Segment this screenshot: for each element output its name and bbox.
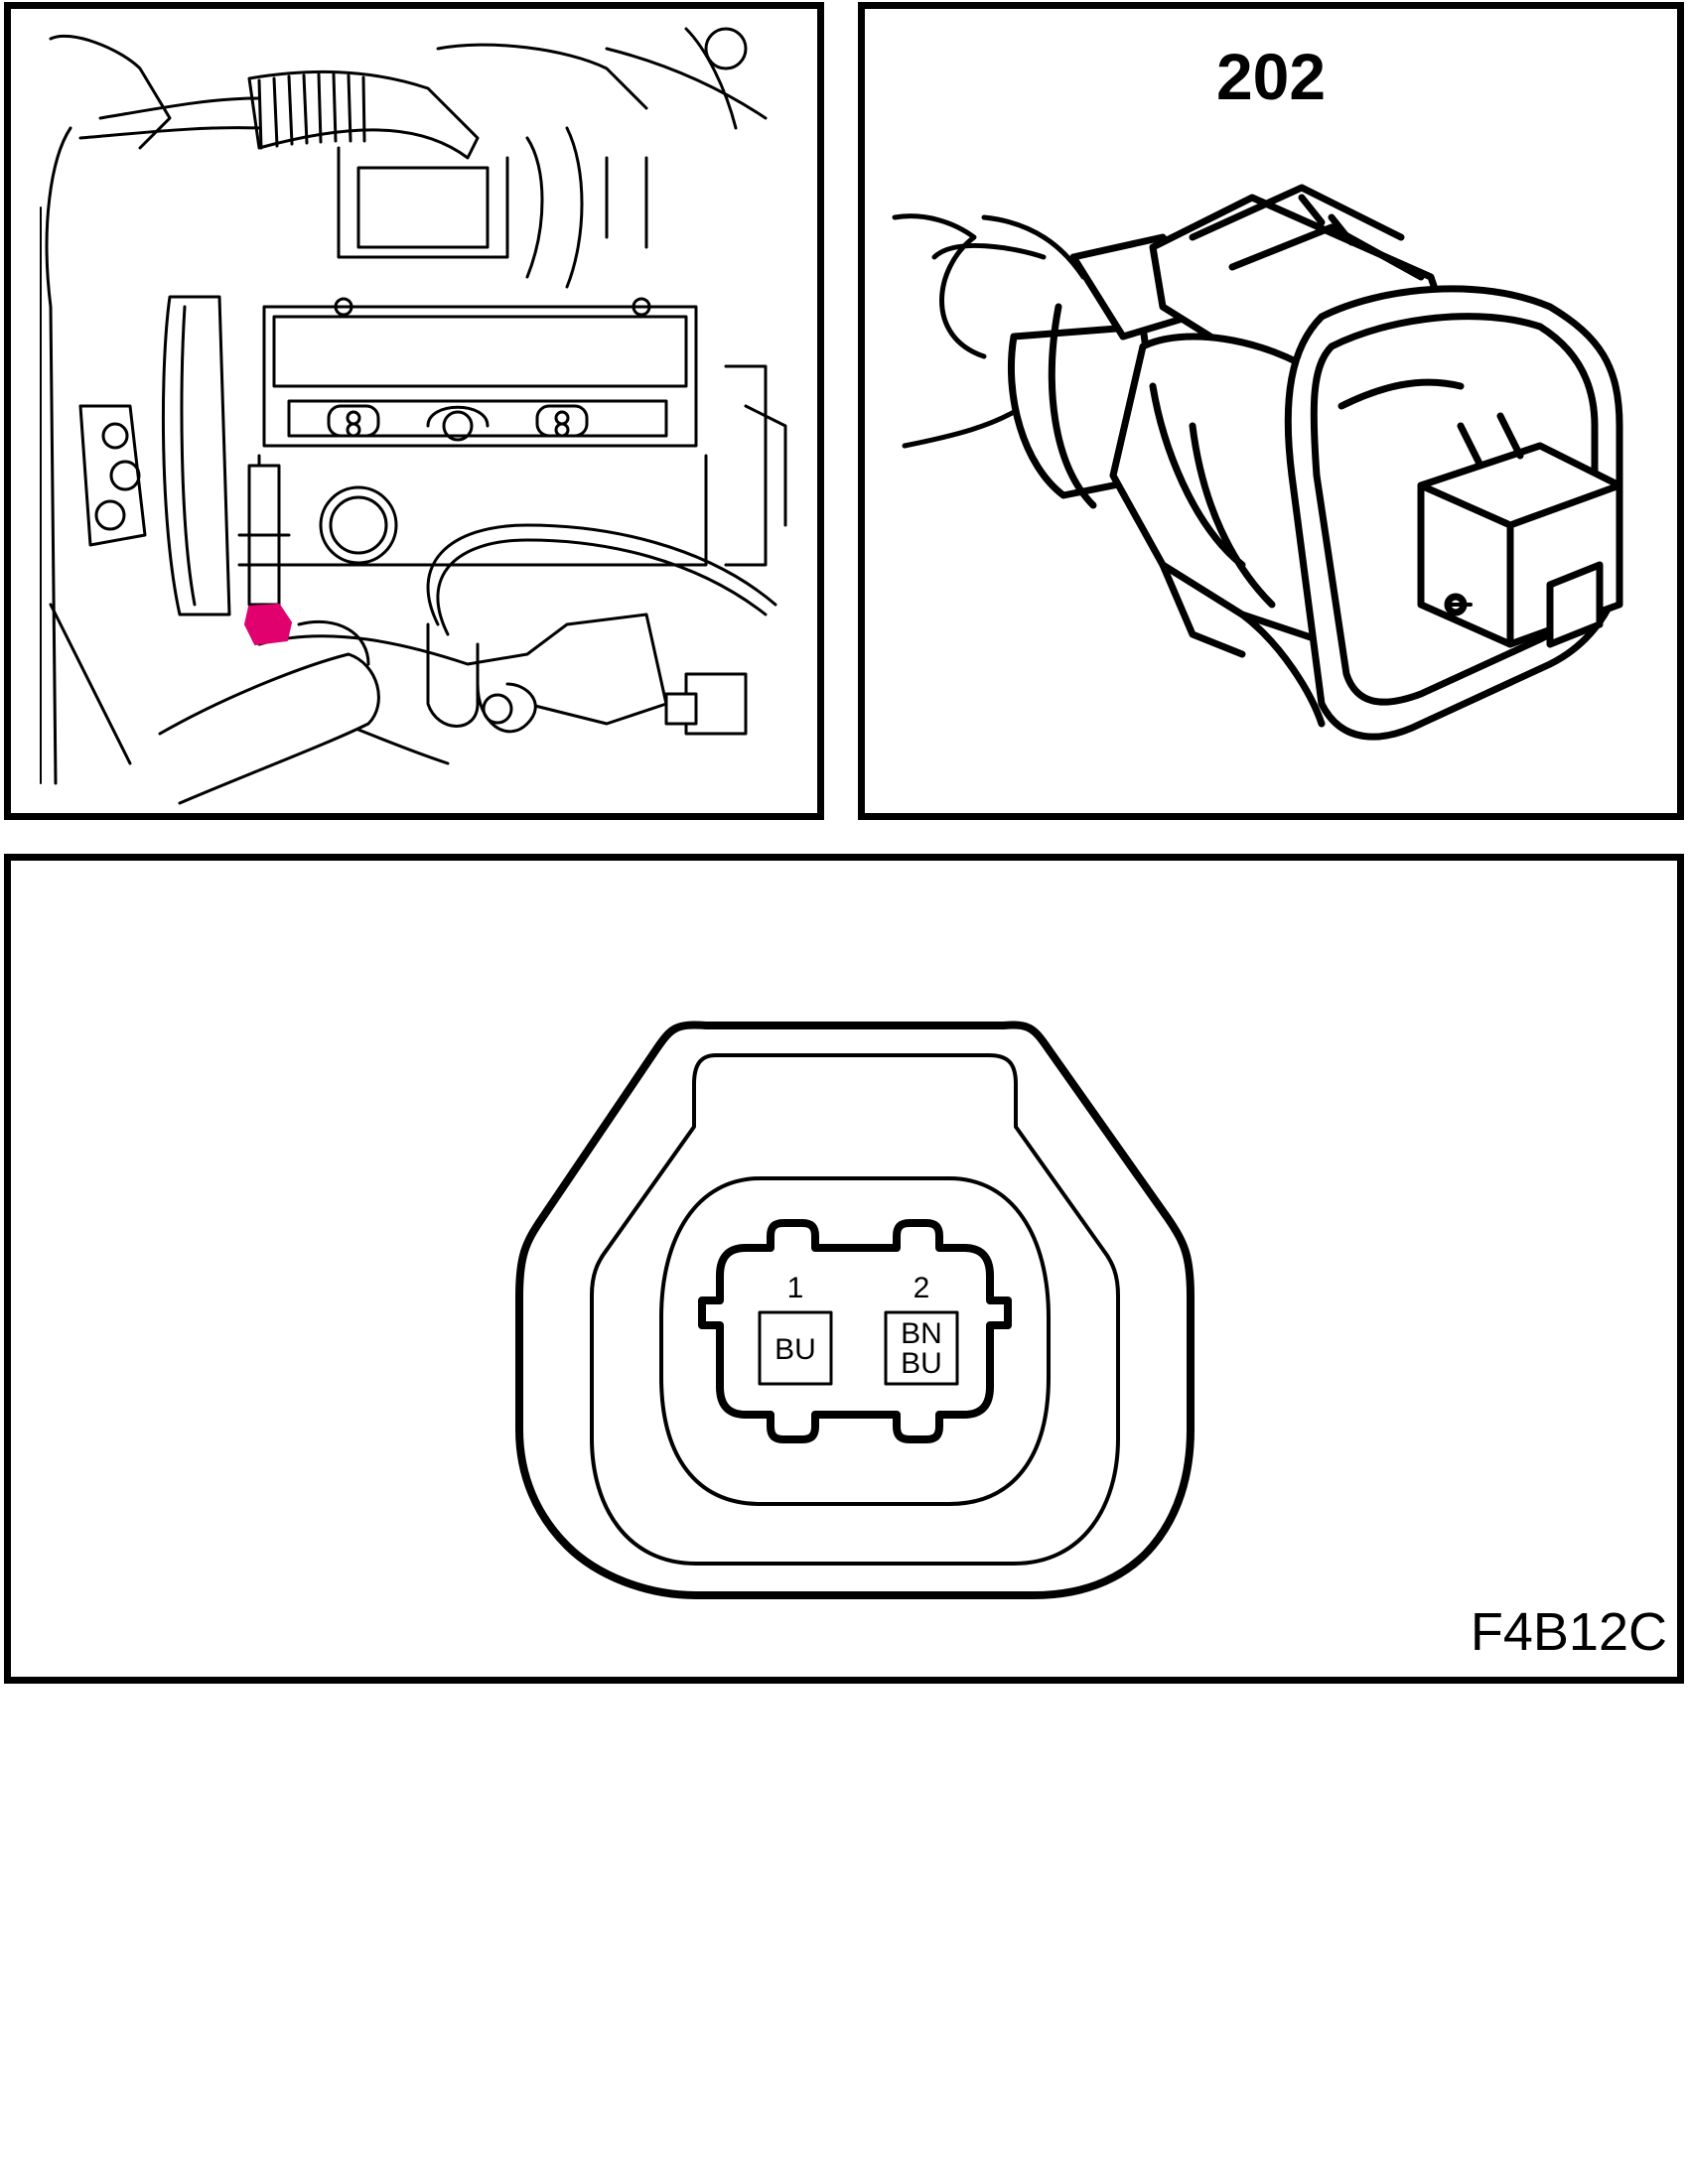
connector-face-cavity: [659, 1176, 1051, 1506]
engine-mount-bracket: [78, 404, 147, 547]
pin-2-wire-color-2: BU: [901, 1347, 942, 1380]
connector-face-panel: 1 BU 2 BN BU F4B12C: [4, 854, 1684, 1684]
figure-code: F4B12C: [1470, 1602, 1667, 1662]
connector-illustration: [892, 184, 1623, 741]
connector-number: 202: [1215, 40, 1327, 113]
pin-1-wire-color: BU: [774, 1333, 816, 1366]
connector-location-highlight: [244, 604, 292, 645]
pin-2: 2 BN BU: [884, 1272, 959, 1386]
pin-1-number: 1: [787, 1272, 804, 1304]
pin-2-wire-color-1: BN: [901, 1317, 942, 1350]
pin-2-cavity: [884, 1310, 959, 1386]
pin-1: 1 BU: [758, 1272, 833, 1386]
air-intake-hose: [78, 69, 480, 160]
connector-face-diagram: 1 BU 2 BN BU: [515, 1021, 1195, 1599]
engine-location-panel: [4, 2, 824, 820]
pin-insert: [698, 1219, 1012, 1443]
connector-face-inner-housing: [590, 1053, 1120, 1566]
connector-terminal-block: [1417, 412, 1623, 648]
connector-view-panel: 202: [858, 2, 1684, 820]
pin-1-cavity: [758, 1310, 833, 1386]
valve-cover: [262, 297, 698, 448]
connector-face-outer-housing: [515, 1021, 1195, 1599]
engine-bay-illustration: [40, 27, 787, 805]
pin-2-number: 2: [914, 1272, 930, 1304]
